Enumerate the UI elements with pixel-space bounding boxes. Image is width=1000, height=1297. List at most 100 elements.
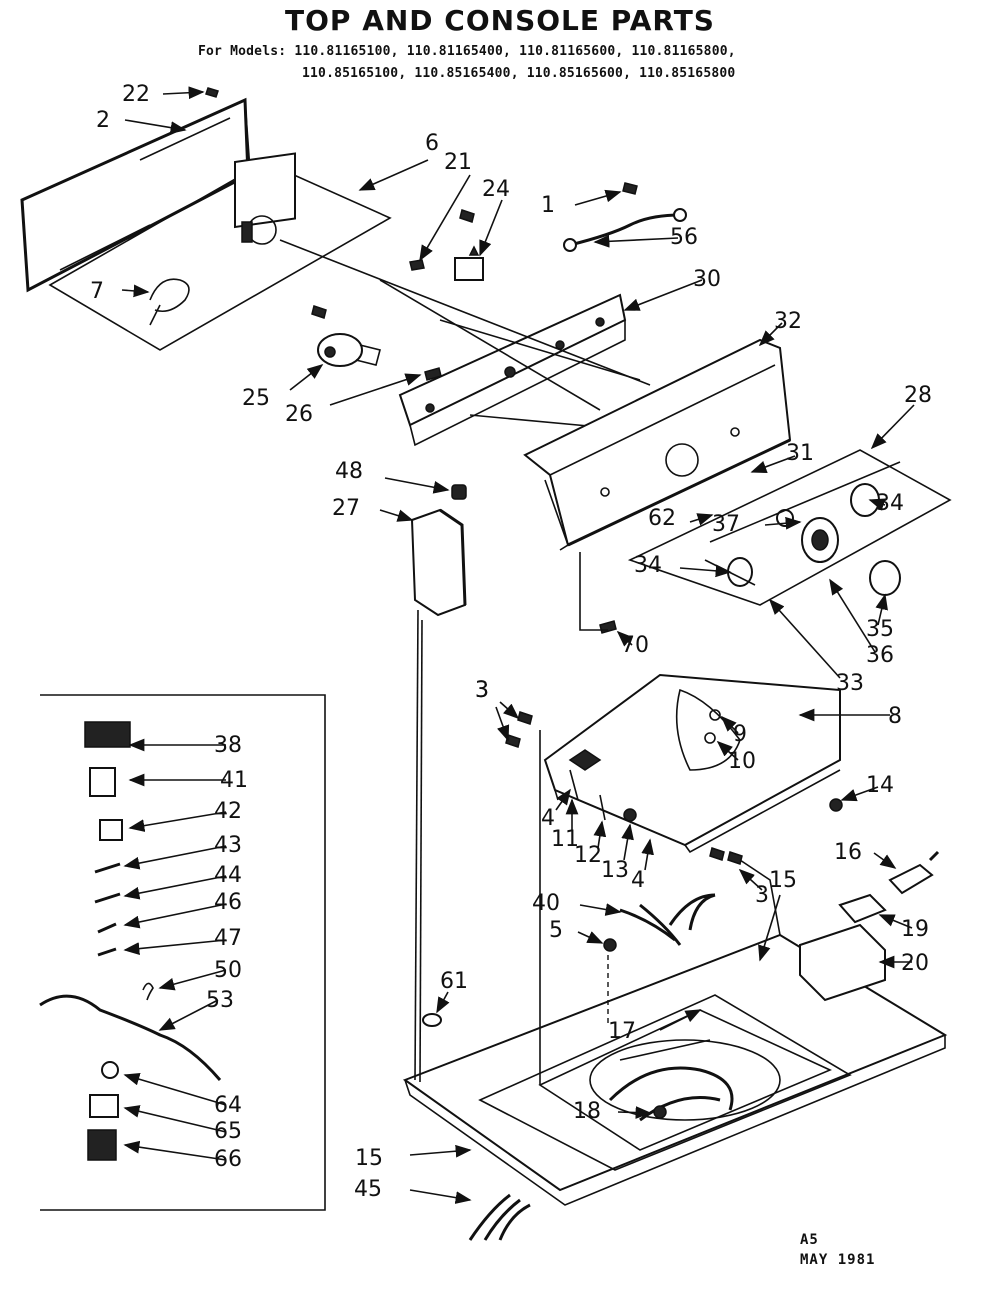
- callout-arrow: [623, 279, 703, 311]
- screw-21b: [459, 209, 475, 223]
- callout-number-42: 42: [214, 799, 242, 824]
- callout-arrow: [840, 786, 879, 802]
- callout-arrow: [289, 364, 324, 391]
- screw-3c: [709, 847, 725, 861]
- callout-arrow: [123, 1072, 227, 1106]
- screw-22: [205, 87, 219, 98]
- screw-70: [599, 620, 617, 634]
- callout-number-3: 3: [755, 883, 769, 908]
- callout-arrow: [158, 999, 219, 1031]
- callout-arrow: [123, 875, 227, 900]
- callout-arrow: [579, 903, 622, 916]
- callout-arrow: [419, 174, 471, 262]
- callout-arrow: [158, 969, 227, 991]
- accessory-parts: [39, 721, 222, 1161]
- callout-number-53: 53: [206, 988, 234, 1013]
- callout-number-31: 31: [786, 441, 814, 466]
- callout-arrow: [379, 509, 414, 522]
- bracket-19: [838, 893, 887, 924]
- callout-number-24: 24: [482, 177, 510, 202]
- callout-arrow: [123, 939, 227, 955]
- callout-number-35: 35: [866, 617, 894, 642]
- callout-number-48: 48: [335, 459, 363, 484]
- callout-number-41: 41: [220, 768, 248, 793]
- callout-number-26: 26: [285, 402, 313, 427]
- callout-arrow: [384, 477, 450, 494]
- callout-number-21: 21: [444, 150, 472, 175]
- callout-arrow: [875, 593, 888, 626]
- callout-number-15: 15: [355, 1146, 383, 1171]
- callout-arrow: [758, 894, 781, 962]
- callout-arrow: [123, 903, 227, 929]
- cable-56: [569, 213, 681, 247]
- callout-arrow: [124, 119, 187, 134]
- callout-number-37: 37: [712, 512, 740, 537]
- side-rail: [419, 619, 423, 1083]
- revision-code: A5: [800, 1232, 819, 1248]
- diagram-title: TOP AND CONSOLE PARTS: [285, 4, 715, 37]
- knob-group-outline-28: [627, 449, 952, 606]
- knob-shaft-line: [709, 461, 901, 543]
- callout-number-5: 5: [549, 918, 563, 943]
- callout-arrow: [621, 823, 634, 861]
- guide-line: [279, 239, 651, 386]
- callout-number-7: 7: [90, 279, 104, 304]
- screw-26: [424, 367, 442, 381]
- main-top-15: [402, 730, 948, 1206]
- callout-arrow: [679, 564, 732, 578]
- washer-13: [623, 808, 637, 822]
- callout-arrow: [123, 1140, 227, 1161]
- harness-7: [149, 278, 190, 326]
- guide-line: [579, 552, 608, 631]
- callout-number-20: 20: [901, 951, 929, 976]
- callout-arrow: [162, 86, 205, 100]
- console-sub-panel-outline: [48, 161, 392, 351]
- callout-labels: 1233344567891011121314151516171819202122…: [90, 82, 932, 1204]
- callout-arrow: [829, 578, 876, 653]
- callout-number-64: 64: [214, 1093, 242, 1118]
- callout-number-16: 16: [834, 840, 862, 865]
- callout-arrow: [593, 820, 607, 849]
- callout-number-9: 9: [733, 722, 747, 747]
- callout-number-3: 3: [475, 678, 489, 703]
- top-assembly-8: [543, 673, 841, 854]
- model-list-line-2: 110.85165100, 110.85165400, 110.85165600…: [302, 66, 736, 81]
- callout-arrow: [495, 706, 510, 742]
- callout-arrow: [689, 513, 714, 526]
- callout-number-70: 70: [621, 633, 649, 658]
- callout-arrow: [873, 852, 897, 869]
- callout-arrow: [616, 630, 633, 647]
- knob-35: [869, 560, 901, 596]
- callout-arrow: [499, 701, 520, 720]
- nut-5: [603, 938, 617, 952]
- callout-number-4: 4: [541, 806, 555, 831]
- knob-37: [801, 517, 839, 563]
- screw-3a: [517, 711, 533, 725]
- end-cap-27: [410, 508, 467, 617]
- callout-number-2: 2: [96, 108, 110, 133]
- model-list-line-1: For Models: 110.81165100, 110.81165400, …: [198, 44, 736, 59]
- clip-48: [451, 484, 467, 500]
- callout-number-33: 33: [836, 671, 864, 696]
- callout-arrow: [720, 715, 739, 734]
- callout-number-44: 44: [214, 863, 242, 888]
- callout-arrow: [750, 455, 796, 473]
- callout-number-19: 19: [901, 917, 929, 942]
- callout-arrow: [878, 914, 913, 929]
- knob-34a: [850, 483, 880, 517]
- callout-arrow: [617, 1106, 652, 1119]
- callout-number-6: 6: [425, 131, 439, 156]
- callout-number-1: 1: [541, 193, 555, 218]
- callout-number-10: 10: [728, 749, 756, 774]
- timer-box: [234, 152, 296, 245]
- callout-number-46: 46: [214, 890, 242, 915]
- callout-arrow: [479, 199, 503, 257]
- callout-number-13: 13: [601, 858, 629, 883]
- callout-arrow: [123, 845, 227, 870]
- grommet-14: [829, 798, 843, 812]
- callout-number-25: 25: [242, 386, 270, 411]
- callout-arrow: [121, 284, 150, 298]
- selector-switch-25: [317, 333, 381, 367]
- callout-arrow: [758, 322, 783, 347]
- callout-number-65: 65: [214, 1119, 242, 1144]
